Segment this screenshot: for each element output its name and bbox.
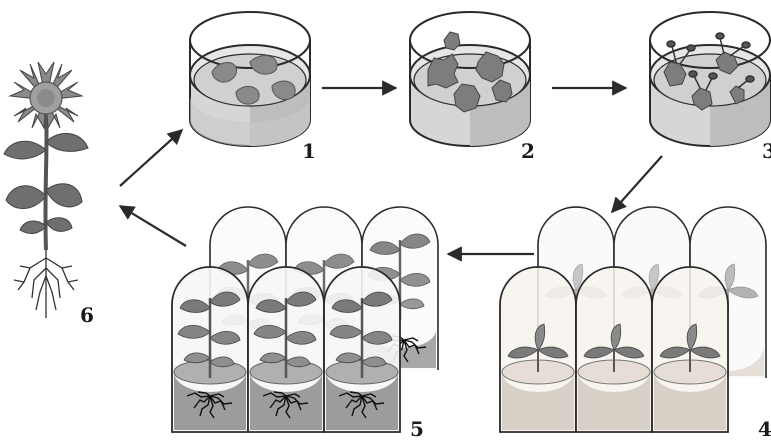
- culture-tube-icon: [324, 267, 400, 432]
- step-label-2: 2: [521, 139, 535, 163]
- culture-tube-icon: [652, 267, 728, 432]
- petri-dish-2: 2: [410, 12, 535, 163]
- step-label-4: 4: [758, 417, 771, 441]
- culture-tube-icon: [172, 267, 248, 432]
- arrow-icon: [120, 206, 186, 246]
- step-label-3: 3: [762, 139, 771, 163]
- petri-dish-3: 3: [650, 12, 771, 163]
- sunflower-plant-icon: 6: [4, 62, 94, 327]
- arrow-icon: [612, 156, 662, 212]
- culture-tube-icon: [576, 267, 652, 432]
- arrow-icon: [120, 130, 182, 186]
- step-label-5: 5: [410, 417, 424, 441]
- step-label-1: 1: [302, 139, 316, 163]
- step-label-6: 6: [80, 303, 94, 327]
- culture-tubes-5: 5: [172, 207, 438, 441]
- petri-dish-1: 1: [190, 12, 316, 163]
- culture-tube-icon: [248, 267, 324, 432]
- petri-dish-icon: [190, 12, 310, 146]
- culture-tube-icon: [500, 267, 576, 432]
- culture-tubes-4: 4: [500, 207, 771, 441]
